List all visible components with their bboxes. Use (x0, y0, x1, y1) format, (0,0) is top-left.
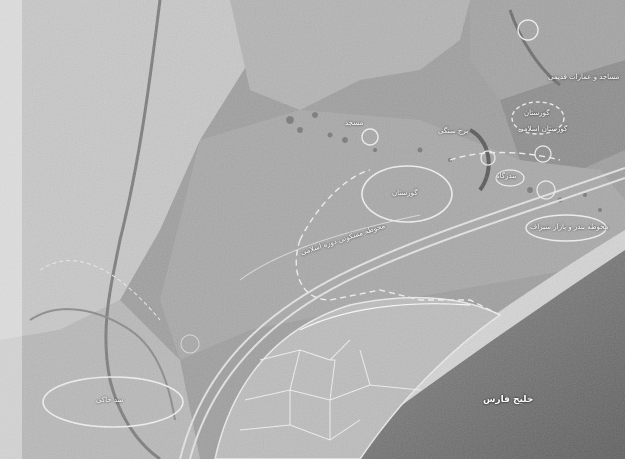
label-tower-site: برج سنگی (438, 127, 469, 135)
label-heritage-mosques: مساجد و عمارات قدیمی (548, 73, 620, 81)
label-old-port-area: محوطه بندر و بازار سیراف (530, 223, 609, 231)
label-cemetery-big: گورستان (392, 189, 418, 197)
label-dam-area: سد خاکی (96, 396, 124, 404)
label-old-harbor: بندرگاه (496, 172, 517, 180)
label-cemetery-north: گورستان (524, 109, 550, 117)
label-small-site: مسجد (345, 119, 364, 127)
label-cemetery-east: گورستان اسلامی (518, 125, 568, 133)
scan-edge (0, 0, 22, 459)
label-sea: خلیج فارس (483, 395, 534, 405)
